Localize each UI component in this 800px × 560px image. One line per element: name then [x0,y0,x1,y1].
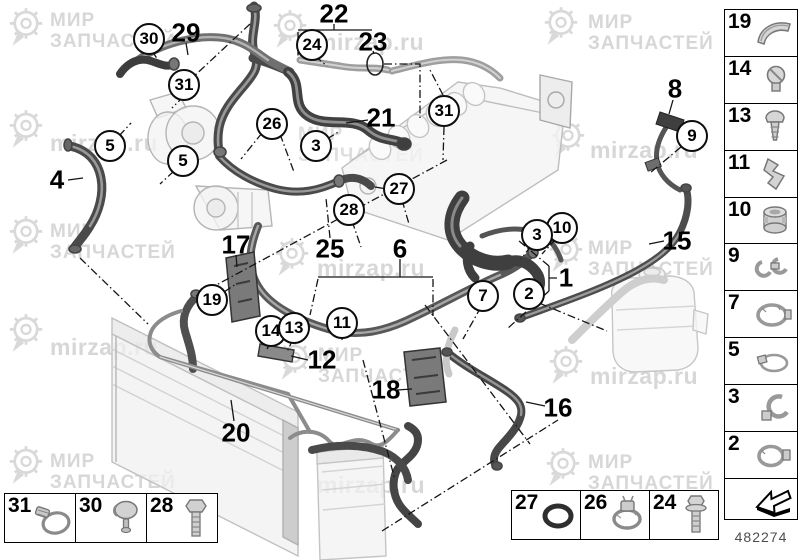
watermark-gear-icon [8,6,44,48]
part-icon-band-clamp [756,353,789,373]
watermark-gear-icon [548,344,584,386]
callout-label-18[interactable]: 18 [371,374,401,405]
part-icon-holder-clip [113,500,138,534]
watermark-gear-icon [550,118,586,160]
callout-label-23[interactable]: 23 [358,26,388,57]
part-icon-bracket-clip [763,157,786,190]
part-icon-screw [765,110,785,141]
callout-label-25[interactable]: 25 [315,233,345,264]
part-icon-clip [766,65,786,92]
callout-label-20[interactable]: 20 [221,417,251,448]
callout-circle-3[interactable]: 3 [300,130,332,162]
diagram-number: 482274 [734,529,788,545]
callout-circle-19[interactable]: 19 [196,284,228,316]
parts-legend-bottom-left: 31 30 28 [4,493,218,543]
callout-circle-31[interactable]: 31 [168,69,200,101]
callout-circle-30[interactable]: 30 [133,23,165,55]
watermark-gear-icon [8,444,44,486]
parts-legend-bottom-right: 27 26 24 [511,490,719,540]
callout-label-1[interactable]: 1 [558,262,574,293]
legend-item-31[interactable]: 31 [5,494,76,542]
callout-circle-7[interactable]: 7 [467,280,499,312]
part-icon-hose-guide [757,22,791,45]
callout-circle-11[interactable]: 11 [326,307,358,339]
prev-page-arrow-icon [755,489,792,517]
expansion-tank-drawing [611,266,709,373]
part-icon-band-clamp [612,495,642,530]
watermark-gear-icon [8,312,44,354]
watermark-site: mirzap.ru [50,334,159,360]
callout-label-17[interactable]: 17 [221,229,251,260]
callout-circle-31b[interactable]: 31 [428,95,460,127]
watermark-site: mirzap.ru [590,363,699,389]
callout-circle-27[interactable]: 27 [383,173,415,205]
auxiliary-radiator-drawing [316,445,387,560]
legend-item-24[interactable]: 24 [650,491,718,539]
part-icon-clamp-with-tab [757,444,791,468]
watermark-gear-icon [543,5,579,47]
legend-item-3[interactable]: 3 [725,385,797,433]
legend-item-14[interactable]: 14 [725,56,797,104]
part-icon-hex-bolt [185,499,207,537]
legend-item-5[interactable]: 5 [725,338,797,386]
callout-circle-24[interactable]: 24 [296,29,328,61]
legend-item-2[interactable]: 2 [725,432,797,479]
callout-circle-28[interactable]: 28 [333,194,365,226]
part-icon-flange-bolt [685,495,707,533]
callout-label-29[interactable]: 29 [171,17,201,48]
legend-item-13[interactable]: 13 [725,103,797,151]
parts-legend-sidebar: 19 14 13 11 [724,9,798,520]
callout-circle-2[interactable]: 2 [513,278,545,310]
legend-item-28[interactable]: 28 [147,494,217,542]
callout-circle-13[interactable]: 13 [278,312,310,344]
legend-item-30[interactable]: 30 [76,494,147,542]
callout-label-12[interactable]: 12 [307,344,337,375]
part-icon-o-ring [542,503,574,529]
legend-item-7[interactable]: 7 [725,291,797,339]
callout-label-15[interactable]: 15 [662,225,692,256]
callout-label-22[interactable]: 22 [319,0,349,29]
watermark-site: mirzap.ru [316,29,425,55]
watermark-gear-icon [545,446,581,488]
legend-item-26[interactable]: 26 [581,491,650,539]
callout-label-6[interactable]: 6 [392,233,408,264]
part-icon-hose-clamp [756,303,792,328]
callout-label-21[interactable]: 21 [366,102,396,133]
watermark-gear-icon [274,236,310,278]
callout-circle-3b[interactable]: 3 [521,219,553,251]
legend-item-10[interactable]: 10 [725,197,797,245]
callout-circle-9[interactable]: 9 [676,120,708,152]
watermark-gear-icon [8,214,44,256]
callout-label-4[interactable]: 4 [49,164,65,195]
callout-label-8[interactable]: 8 [667,73,683,104]
legend-item-9[interactable]: 9 [725,244,797,292]
part-icon-worm-clamp [34,506,71,535]
watermark-gear-icon [8,108,44,150]
legend-item-27[interactable]: 27 [512,491,581,539]
part-icon-grommet [763,205,787,234]
part-icon-spring-clip [761,394,789,421]
part-icon-double-pipe-clip [754,257,788,279]
legend-item-19[interactable]: 19 [725,10,797,57]
callout-circle-26[interactable]: 26 [256,108,288,140]
legend-item-prev-arrow[interactable] [725,478,797,519]
callout-label-16[interactable]: 16 [543,392,573,423]
callout-circle-5b[interactable]: 5 [167,145,199,177]
watermark-site: mirzap.ru [317,472,426,498]
legend-item-11[interactable]: 11 [725,150,797,198]
callout-circle-5[interactable]: 5 [94,130,126,162]
